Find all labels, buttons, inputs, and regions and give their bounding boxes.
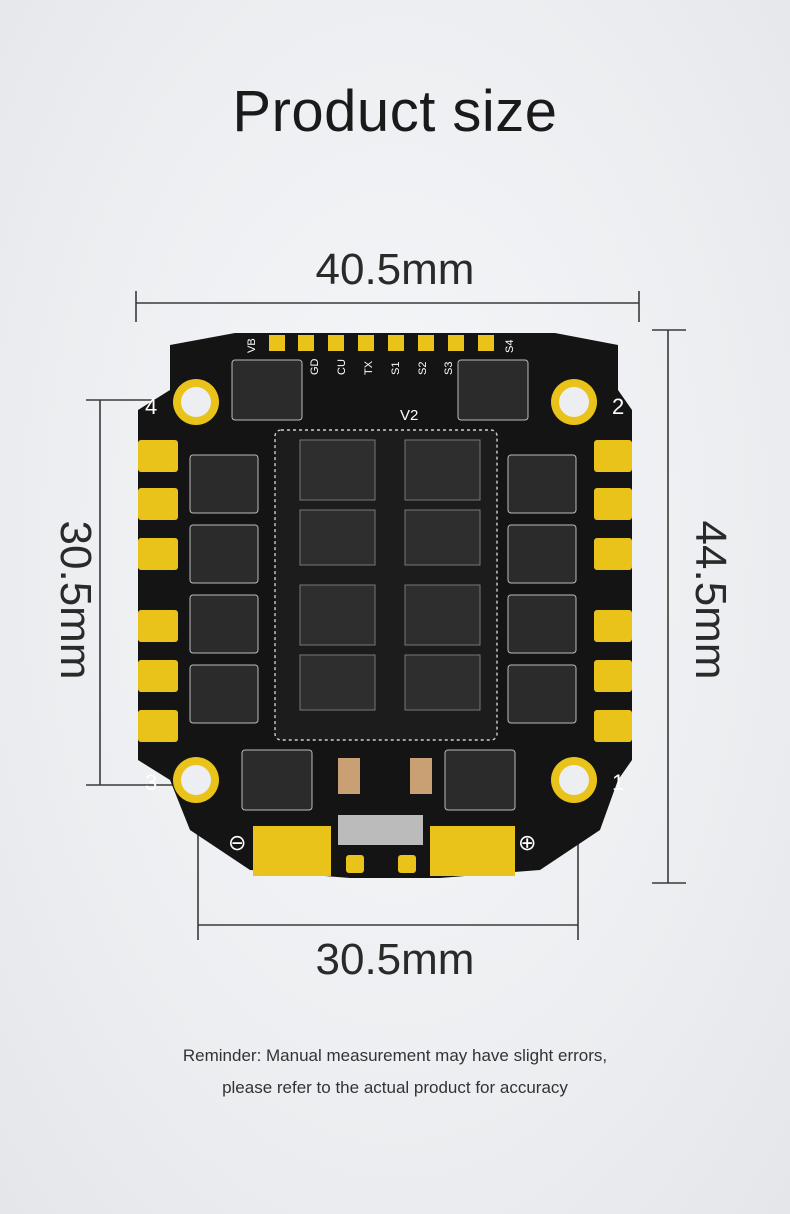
corner-number-2: 2 <box>612 394 624 419</box>
pad-label-s3: S3 <box>443 362 455 375</box>
dimension-lines <box>86 291 686 940</box>
pcb-board <box>138 333 632 878</box>
pad-label-tx: TX <box>363 360 375 375</box>
right-dimension-label: 44.5mm <box>686 520 735 680</box>
minus-symbol: ⊖ <box>228 830 246 855</box>
reminder-line-1: Reminder: Manual measurement may have sl… <box>182 1046 608 1065</box>
left-dimension-label: 30.5mm <box>51 520 100 680</box>
version-label: V2 <box>400 407 418 424</box>
corner-number-1: 1 <box>612 770 624 795</box>
pad-label-gd: GD <box>309 358 321 375</box>
pad-label-vb: VB <box>246 338 258 353</box>
corner-number-3: 3 <box>145 770 157 795</box>
width-dimension-label: 40.5mm <box>315 245 475 294</box>
bottom-dimension-label: 30.5mm <box>315 935 475 984</box>
pad-label-s4: S4 <box>504 340 516 353</box>
plus-symbol: ⊕ <box>518 830 536 855</box>
pad-label-s1: S1 <box>390 362 402 375</box>
corner-number-4: 4 <box>145 394 157 419</box>
page-title: Product size <box>232 79 558 144</box>
pad-label-cu: CU <box>336 359 348 375</box>
reminder-line-2: please refer to the actual product for a… <box>222 1078 568 1097</box>
pad-label-s2: S2 <box>417 362 429 375</box>
